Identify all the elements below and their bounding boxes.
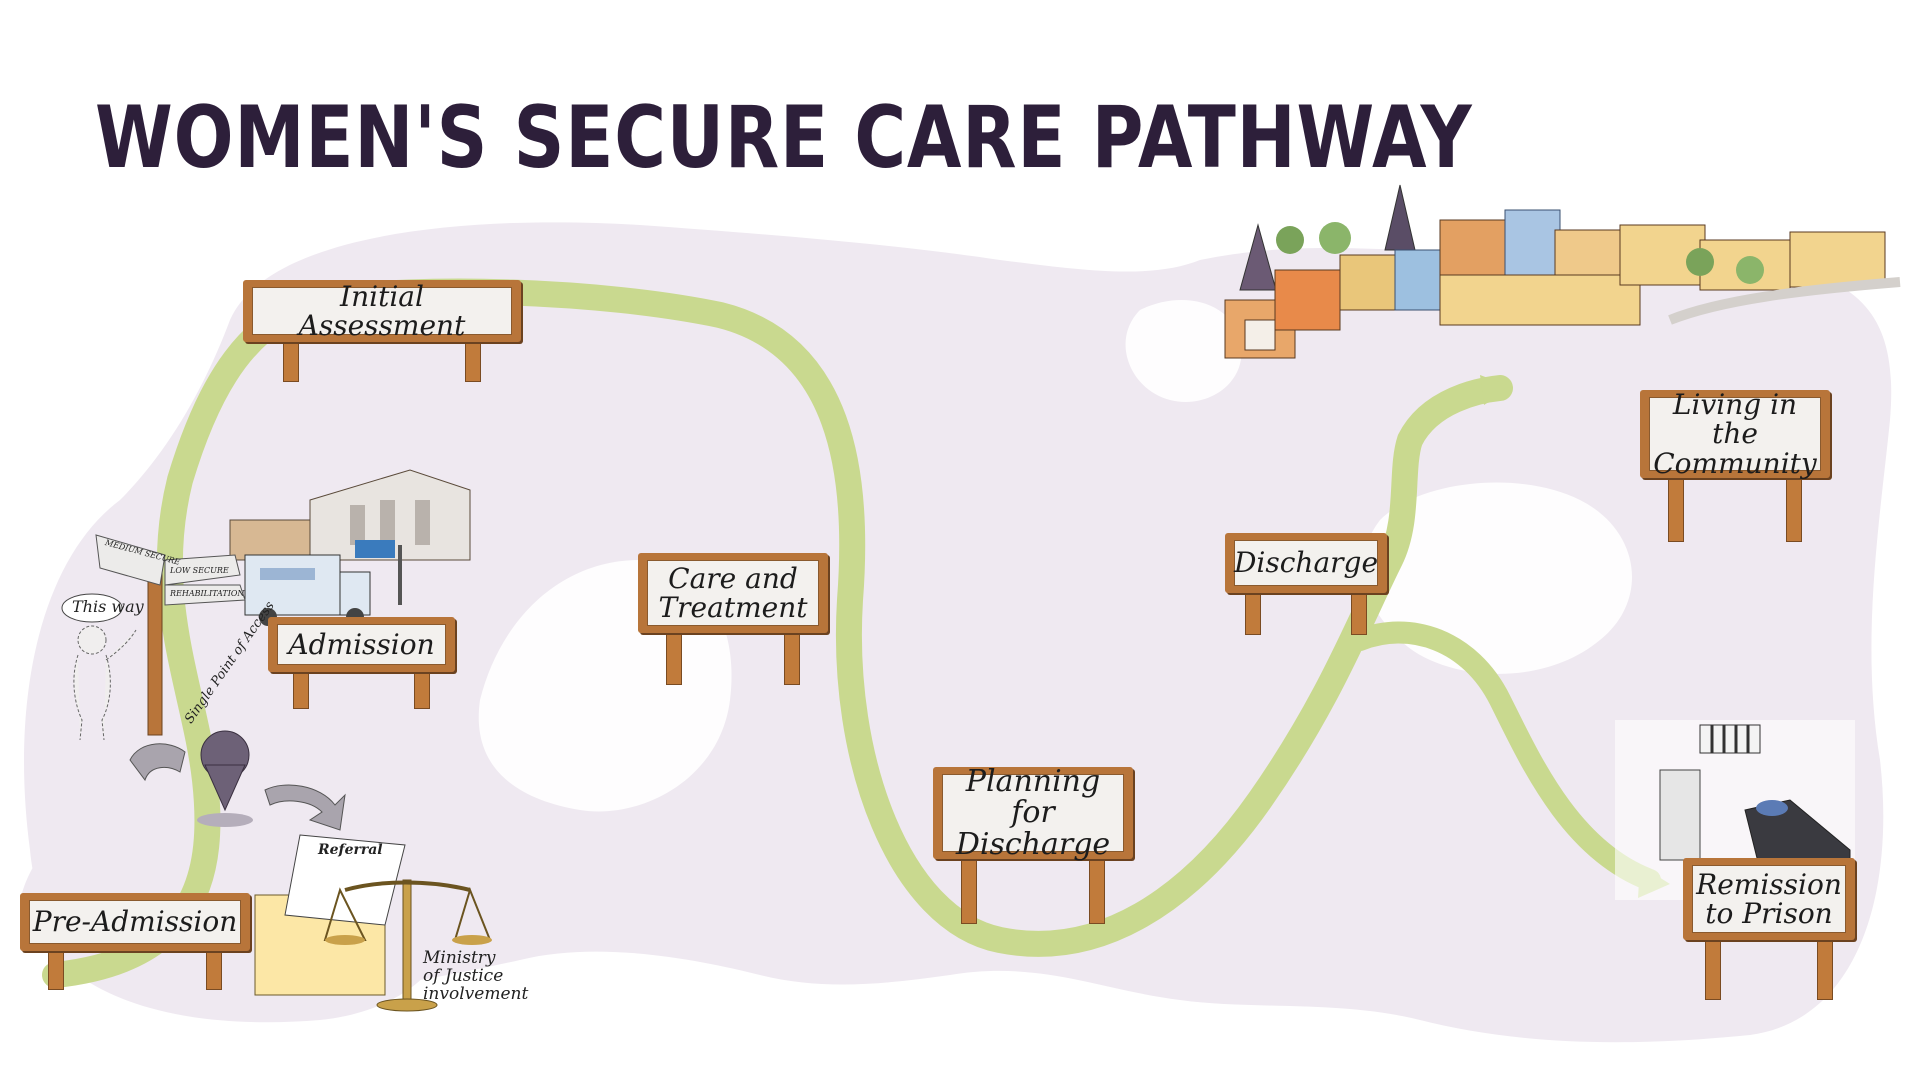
sign-board: Admission bbox=[268, 617, 455, 672]
referral-folder-icon bbox=[254, 834, 406, 996]
sign-pre-admission: Pre-Admission bbox=[20, 893, 250, 990]
sign-post bbox=[48, 948, 64, 990]
sign-post bbox=[206, 948, 222, 990]
sign-admission: Admission bbox=[268, 617, 455, 709]
sign-label: Living in the Community bbox=[1649, 390, 1821, 478]
sign-planning-for-discharge: Planning for Discharge bbox=[933, 766, 1133, 924]
pathway-arrow-community bbox=[1480, 375, 1512, 405]
referral-label: Referral bbox=[318, 842, 383, 858]
sign-board: Pre-Admission bbox=[20, 893, 250, 951]
sign-post bbox=[1351, 591, 1367, 635]
sign-post bbox=[1817, 938, 1833, 1000]
sign-post bbox=[666, 631, 682, 685]
hospital-building-icon bbox=[229, 469, 471, 605]
sign-board: Living in the Community bbox=[1640, 390, 1830, 478]
blob-hole-3 bbox=[1125, 300, 1242, 402]
sign-post bbox=[293, 669, 309, 709]
sign-post bbox=[414, 669, 430, 709]
page-title: WOMEN'S SECURE CARE PATHWAY bbox=[95, 88, 1473, 188]
town-skyline-icon bbox=[1224, 184, 1901, 359]
pathway-prison-branch bbox=[1349, 621, 1661, 891]
sign-label: Admission bbox=[277, 624, 446, 665]
sign-post bbox=[283, 340, 299, 382]
sign-label: Initial Assessment bbox=[252, 281, 512, 340]
sign-discharge: Discharge bbox=[1225, 533, 1387, 635]
sign-label: Pre-Admission bbox=[29, 900, 241, 944]
person-figure-icon bbox=[61, 593, 137, 741]
sign-post bbox=[961, 857, 977, 924]
secure-van-icon bbox=[244, 554, 371, 626]
sign-post bbox=[1786, 475, 1802, 542]
sign-remission-to-prison: Remission to Prison bbox=[1683, 858, 1855, 1000]
sign-label: Care and Treatment bbox=[647, 560, 819, 626]
sign-post bbox=[784, 631, 800, 685]
sign-label: Discharge bbox=[1234, 540, 1378, 586]
sign-post bbox=[1668, 475, 1684, 542]
sign-care-and-treatment: Care and Treatment bbox=[638, 553, 828, 685]
sign-post bbox=[465, 340, 481, 382]
scales-of-justice-icon bbox=[323, 879, 492, 1012]
sign-post bbox=[1089, 857, 1105, 924]
ministry-of-justice-label: Ministry of Justice involvement bbox=[423, 948, 529, 1004]
sign-board: Planning for Discharge bbox=[933, 766, 1133, 860]
sign-board: Discharge bbox=[1225, 533, 1387, 593]
sign-board: Remission to Prison bbox=[1683, 858, 1855, 940]
sign-initial-assessment: Initial Assessment bbox=[243, 280, 521, 382]
sign-living-in-the-community: Living in the Community bbox=[1640, 390, 1830, 542]
signpost-label-rehabilitation: REHABILITATION bbox=[170, 589, 245, 598]
direction-signpost-icon bbox=[95, 534, 246, 736]
single-point-of-access-icon bbox=[129, 730, 346, 831]
sign-post bbox=[1705, 938, 1721, 1000]
sign-board: Initial Assessment bbox=[243, 280, 521, 342]
sign-board: Care and Treatment bbox=[638, 553, 828, 633]
signpost-label-low-secure: LOW SECURE bbox=[170, 566, 229, 575]
this-way-speech-label: This way bbox=[72, 597, 144, 616]
sign-post bbox=[1245, 591, 1261, 635]
sign-label: Planning for Discharge bbox=[942, 766, 1124, 860]
sign-label: Remission to Prison bbox=[1692, 865, 1846, 933]
